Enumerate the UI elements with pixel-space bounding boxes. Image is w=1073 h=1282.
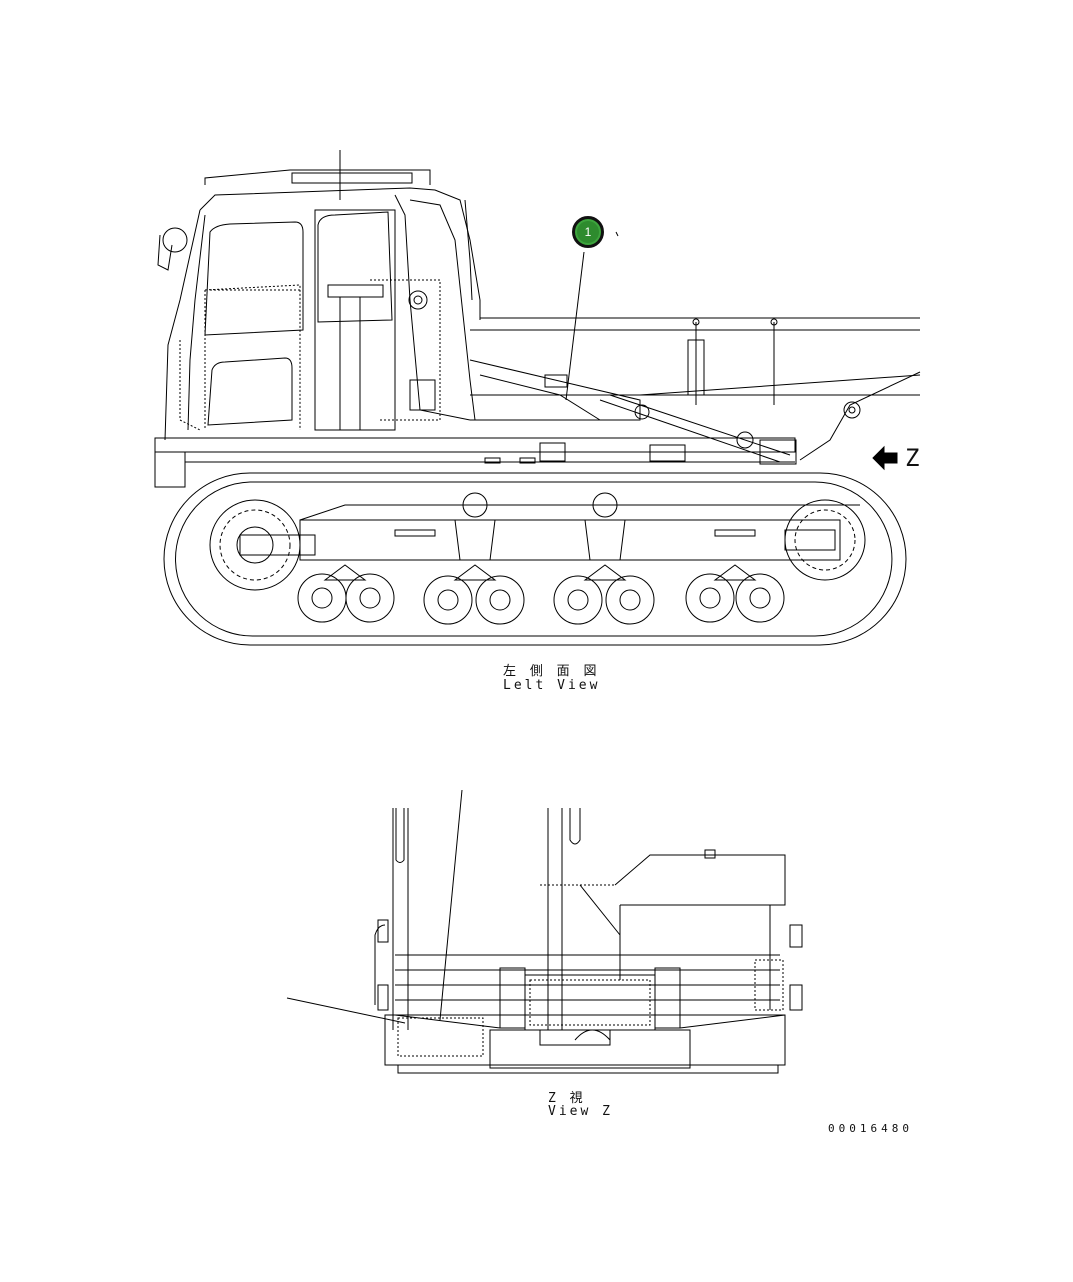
callout-1-badge[interactable]: 1: [572, 216, 604, 248]
left-view-caption-jp: 左 側 面 図: [503, 664, 600, 679]
view-z-marker-letter: Z: [905, 444, 920, 472]
view-z-drawing: [286, 789, 803, 1074]
drawing-number: 00016480: [828, 1122, 913, 1135]
view-z-caption-en: View Z: [548, 1104, 613, 1119]
view-z-caption-jp: Z 視: [548, 1091, 586, 1106]
callout-1-number: 1: [584, 225, 592, 239]
left-view-caption-en: Lelt View: [503, 678, 601, 693]
left-view-drawing: [154, 150, 921, 646]
